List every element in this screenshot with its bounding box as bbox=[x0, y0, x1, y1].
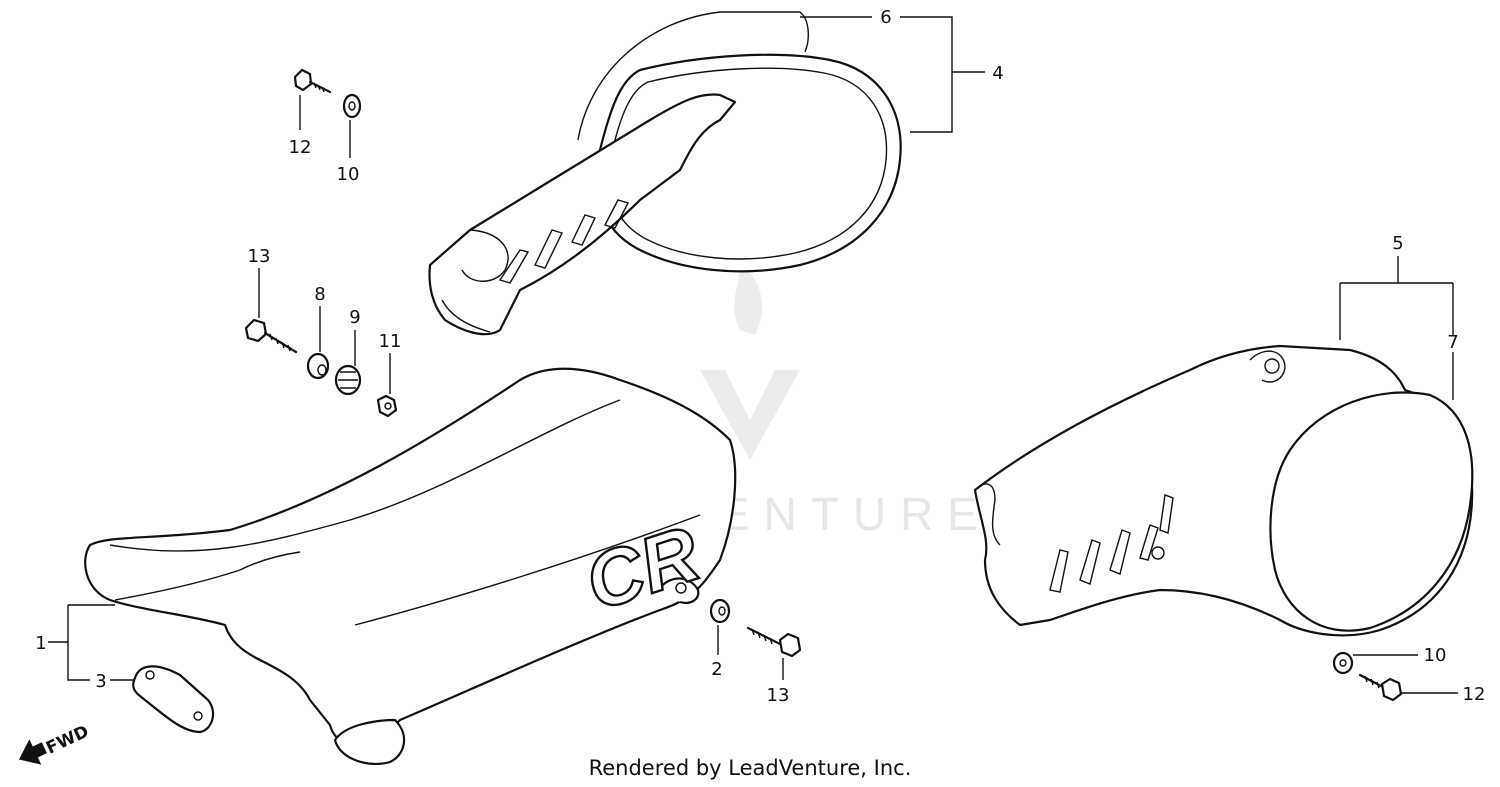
label-9: 9 bbox=[349, 307, 360, 328]
hardware bbox=[244, 68, 1403, 702]
seat: CR bbox=[84, 367, 737, 766]
guard-slots bbox=[498, 199, 630, 284]
label-10-top: 10 bbox=[337, 164, 360, 185]
label-12-right: 12 bbox=[1463, 684, 1486, 705]
label-8: 8 bbox=[314, 284, 325, 305]
side-cover-right bbox=[973, 344, 1474, 637]
washer-10-top bbox=[342, 93, 362, 119]
label-11: 11 bbox=[379, 331, 402, 352]
part-labels: 6 4 5 7 12 10 13 8 9 11 1 3 2 13 10 12 bbox=[35, 7, 1485, 706]
washer-10-right bbox=[1332, 651, 1354, 675]
bolt-12-right bbox=[1358, 673, 1403, 702]
label-5: 5 bbox=[1392, 233, 1403, 254]
forward-arrow-icon bbox=[18, 739, 47, 765]
grommet-9 bbox=[334, 364, 362, 396]
collar-8 bbox=[306, 352, 330, 380]
cover-slots bbox=[1049, 494, 1174, 593]
label-10-right: 10 bbox=[1424, 645, 1447, 666]
bolt-12-top bbox=[293, 68, 332, 94]
label-13-bottom: 13 bbox=[767, 685, 790, 706]
leader-lines bbox=[48, 16, 1458, 694]
label-6: 6 bbox=[880, 7, 891, 28]
label-2: 2 bbox=[711, 659, 722, 680]
label-12-top: 12 bbox=[289, 137, 312, 158]
bolt-13-bottom bbox=[746, 626, 802, 658]
forward-label: FWD bbox=[43, 722, 92, 759]
label-3: 3 bbox=[95, 671, 106, 692]
nut-11 bbox=[376, 394, 398, 418]
bolt-13-left bbox=[244, 318, 298, 354]
label-4: 4 bbox=[992, 63, 1003, 84]
label-13-left: 13 bbox=[248, 246, 271, 267]
chain-guard-upper bbox=[428, 11, 902, 336]
seat-bracket bbox=[132, 665, 215, 734]
footer-credit: Rendered by LeadVenture, Inc. bbox=[588, 756, 912, 780]
seat-logo: CR bbox=[574, 507, 711, 628]
collar-2 bbox=[709, 598, 731, 624]
label-1: 1 bbox=[35, 633, 46, 654]
watermark-logo-icon bbox=[700, 258, 800, 460]
seat-logo-text: CR bbox=[575, 509, 709, 628]
label-7: 7 bbox=[1447, 332, 1458, 353]
